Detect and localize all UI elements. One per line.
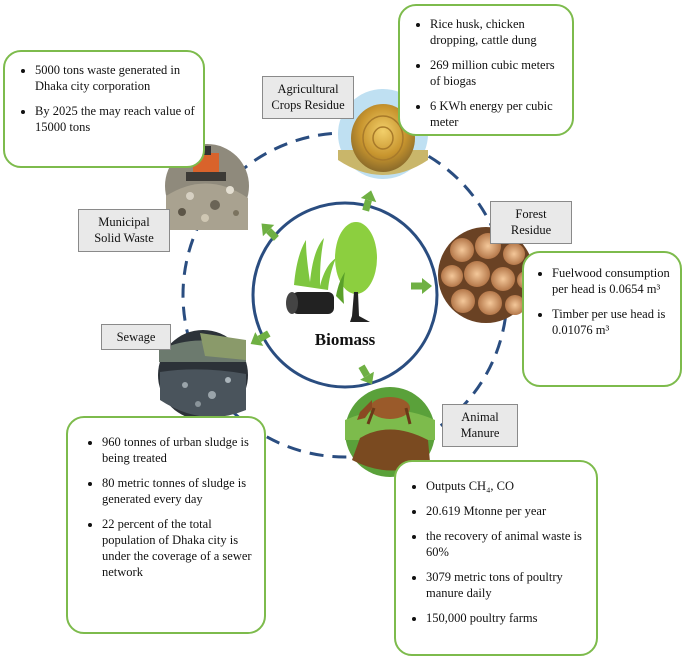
list-item: 960 tonnes of urban sludge is being trea… xyxy=(102,434,254,466)
agricultural-facts: Rice husk, chicken dropping, cattle dung… xyxy=(406,16,564,130)
label-animal: Animal Manure xyxy=(442,404,518,447)
list-item: 6 KWh energy per cubic meter xyxy=(430,98,564,130)
box-agricultural: Rice husk, chicken dropping, cattle dung… xyxy=(398,4,574,136)
label-forest: Forest Residue xyxy=(490,201,572,244)
arrow-to-sewage xyxy=(250,330,271,346)
sewage-facts: 960 tonnes of urban sludge is being trea… xyxy=(78,434,254,580)
label-sewage: Sewage xyxy=(101,324,171,351)
list-item: 22 percent of the total population of Dh… xyxy=(102,516,254,580)
arrow-to-municipal xyxy=(261,223,279,241)
list-item: Timber per use head is 0.01076 m³ xyxy=(552,306,672,338)
arrow-to-forest xyxy=(411,278,432,294)
forest-facts: Fuelwood consumption per head is 0.0654 … xyxy=(528,265,672,338)
list-item: By 2025 the may reach value of 15000 ton… xyxy=(35,103,195,135)
label-municipal: Municipal Solid Waste xyxy=(78,209,170,252)
list-item: 5000 tons waste generated in Dhaka city … xyxy=(35,62,195,94)
list-item: 269 million cubic meters of biogas xyxy=(430,57,564,89)
box-sewage: 960 tonnes of urban sludge is being trea… xyxy=(66,416,266,634)
arrow-to-animal xyxy=(358,364,374,385)
center-circle xyxy=(251,201,439,389)
municipal-facts: 5000 tons waste generated in Dhaka city … xyxy=(11,62,195,135)
list-item: the recovery of animal waste is 60% xyxy=(426,528,588,560)
animal-facts: Outputs CH₄, CO 20.619 Mtonne per year t… xyxy=(402,478,588,626)
label-agricultural: Agricultural Crops Residue xyxy=(262,76,354,119)
list-item: 3079 metric tons of poultry manure daily xyxy=(426,569,588,601)
center-title: Biomass xyxy=(314,330,376,349)
list-item: 20.619 Mtonne per year xyxy=(426,503,588,519)
box-municipal: 5000 tons waste generated in Dhaka city … xyxy=(3,50,205,168)
arrows xyxy=(250,190,432,385)
sewage-photo xyxy=(158,330,248,420)
box-forest: Fuelwood consumption per head is 0.0654 … xyxy=(522,251,682,387)
list-item: 150,000 poultry farms xyxy=(426,610,588,626)
list-item: Fuelwood consumption per head is 0.0654 … xyxy=(552,265,672,297)
list-item: Rice husk, chicken dropping, cattle dung xyxy=(430,16,564,48)
box-animal: Outputs CH₄, CO 20.619 Mtonne per year t… xyxy=(394,460,598,656)
list-item: 80 metric tonnes of sludge is generated … xyxy=(102,475,254,507)
biomass-icon xyxy=(286,222,377,322)
list-item: Outputs CH₄, CO xyxy=(426,478,588,494)
arrow-to-agricultural xyxy=(360,190,377,212)
wood-logs-photo xyxy=(438,227,535,323)
